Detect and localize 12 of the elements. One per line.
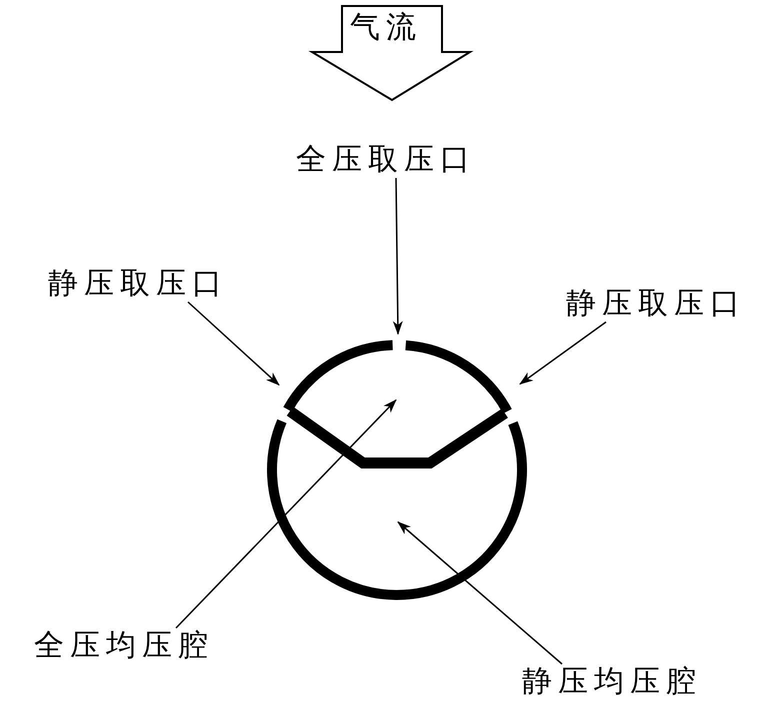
leader-line bbox=[392, 178, 403, 335]
part-label: 静压取压口 bbox=[48, 266, 228, 302]
airflow-label: 气流 bbox=[350, 10, 422, 46]
leader-line bbox=[188, 301, 280, 386]
part-label: 静压均压腔 bbox=[522, 664, 702, 700]
leader-line bbox=[519, 321, 606, 385]
probe-cross-section-drawing bbox=[267, 340, 527, 600]
part-label: 全压均压腔 bbox=[34, 628, 214, 664]
part-label: 全压取压口 bbox=[296, 142, 476, 178]
part-label: 静压取压口 bbox=[566, 286, 746, 322]
leader-line bbox=[175, 399, 397, 629]
leader-line bbox=[397, 521, 562, 665]
